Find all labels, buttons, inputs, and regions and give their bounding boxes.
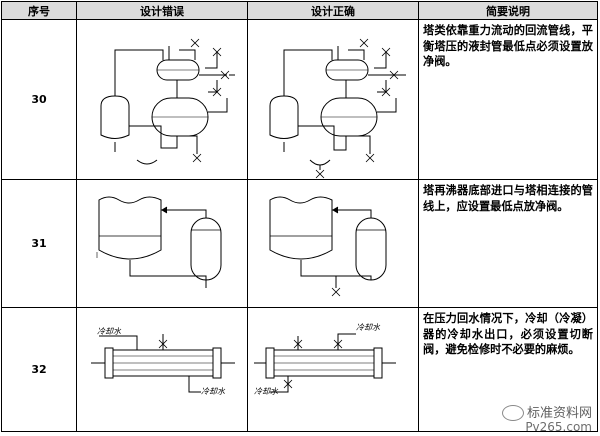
correct-design-diagram: [247, 19, 419, 180]
row-number: 32: [1, 307, 77, 432]
row-description: 塔类依靠重力流动的回流管线，平衡塔压的液封管最低点必须设置放净阀。: [418, 19, 598, 180]
wrong-design-diagram: 冷却水 冷却水: [76, 307, 248, 432]
watermark-site-name: 标准资料网: [526, 405, 592, 421]
correct-design-diagram: [247, 179, 419, 308]
wrong-design-diagram: [76, 19, 248, 180]
header-description: 简要说明: [418, 1, 598, 20]
wrong-inlet-label: 冷却水: [97, 327, 121, 336]
table-row: 30: [1, 19, 598, 180]
right-bottom-label: 冷却水: [254, 387, 278, 396]
header-wrong-design: 设计错误: [76, 1, 248, 20]
right-top-label: 冷却水: [356, 323, 380, 332]
row-description: 塔再沸器底部进口与塔相连接的管线上，应设置最低点放净阀。: [418, 179, 598, 308]
header-correct-design: 设计正确: [247, 1, 419, 20]
wechat-icon: [501, 405, 524, 421]
watermark: 标准资料网 Pv265.com: [501, 402, 592, 434]
correct-design-diagram: 冷却水 冷却水: [247, 307, 419, 432]
row-number: 31: [1, 179, 77, 308]
row-number: 30: [1, 19, 77, 180]
wrong-design-diagram: [76, 179, 248, 308]
header-no: 序号: [1, 1, 77, 20]
watermark-url: Pv265.com: [525, 420, 592, 434]
wrong-outlet-label: 冷却水: [201, 387, 225, 396]
table-header-row: 序号 设计错误 设计正确 简要说明: [1, 1, 598, 20]
table-row: 31: [1, 179, 598, 308]
